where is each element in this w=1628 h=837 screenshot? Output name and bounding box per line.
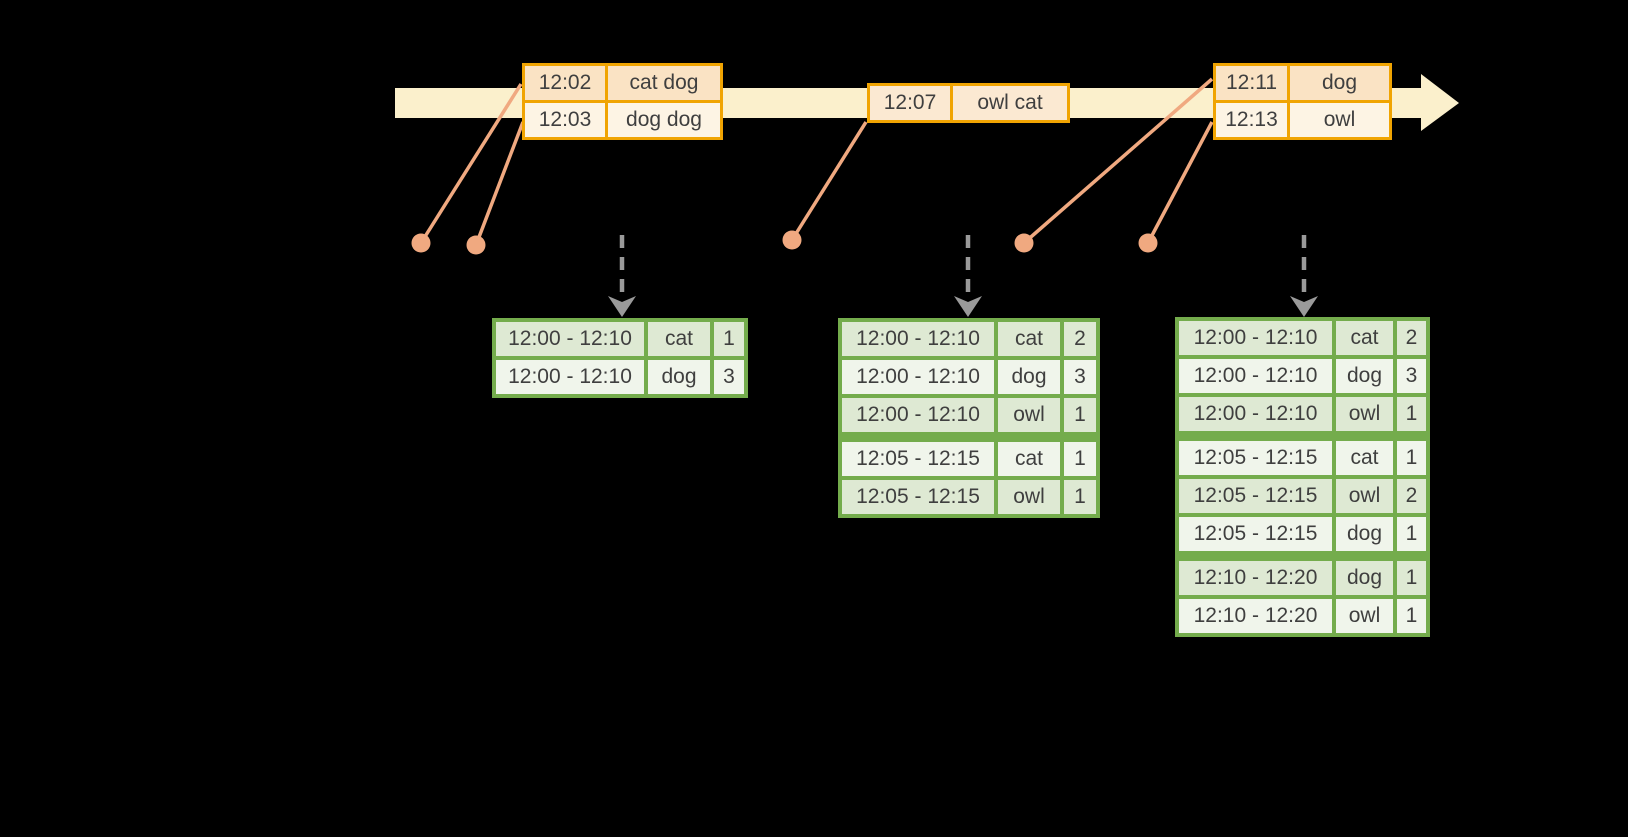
- count-cell: 1: [1064, 442, 1096, 476]
- word-cell: owl: [998, 398, 1060, 432]
- dashed-arrowhead-icon: [954, 296, 982, 317]
- event-row: 12:11 dog: [1216, 66, 1389, 100]
- word-cell: owl: [1336, 599, 1393, 633]
- table-row: 12:05 - 12:15 dog 1: [1179, 517, 1426, 551]
- event-row: 12:13 owl: [1216, 103, 1389, 137]
- event-dot: [411, 233, 431, 253]
- word-cell: cat: [1336, 441, 1393, 475]
- word-cell: owl: [998, 480, 1060, 514]
- connector-line: [790, 121, 868, 241]
- window-cell: 12:00 - 12:10: [842, 398, 994, 432]
- window-cell: 12:00 - 12:10: [496, 322, 644, 356]
- word-cell: cat: [648, 322, 710, 356]
- word-cell: dog: [648, 360, 710, 394]
- window-cell: 12:00 - 12:10: [1179, 359, 1332, 393]
- count-cell: 3: [1397, 359, 1426, 393]
- window-cell: 12:00 - 12:10: [1179, 397, 1332, 431]
- word-cell: dog: [1336, 561, 1393, 595]
- result-table-1: 12:00 - 12:10 cat 1 12:00 - 12:10 dog 3: [492, 318, 748, 398]
- count-cell: 1: [1397, 517, 1426, 551]
- table-row: 12:00 - 12:10 dog 3: [842, 360, 1096, 394]
- table-row: 12:10 - 12:20 owl 1: [1179, 599, 1426, 633]
- event-table-1: 12:02 cat dog 12:03 dog dog: [522, 63, 723, 140]
- event-words-cell: cat dog: [608, 66, 720, 100]
- table-row: 12:00 - 12:10 cat 1: [496, 322, 744, 356]
- table-row: 12:05 - 12:15 owl 1: [842, 480, 1096, 514]
- word-cell: dog: [998, 360, 1060, 394]
- connector-line: [419, 83, 523, 244]
- count-cell: 1: [1397, 397, 1426, 431]
- event-time-cell: 12:02: [525, 66, 605, 100]
- event-words-cell: dog dog: [608, 103, 720, 137]
- event-dot: [782, 230, 802, 250]
- count-cell: 3: [1064, 360, 1096, 394]
- event-row: 12:03 dog dog: [525, 103, 720, 137]
- event-dot: [1014, 233, 1034, 253]
- word-cell: dog: [1336, 517, 1393, 551]
- event-time-cell: 12:07: [870, 86, 950, 120]
- event-time-cell: 12:03: [525, 103, 605, 137]
- connector-line: [474, 121, 525, 246]
- table-row: 12:00 - 12:10 cat 2: [842, 322, 1096, 356]
- window-cell: 12:05 - 12:15: [1179, 517, 1332, 551]
- count-cell: 2: [1397, 479, 1426, 513]
- result-table-3: 12:00 - 12:10 cat 2 12:00 - 12:10 dog 3 …: [1175, 317, 1430, 637]
- event-words-cell: dog: [1290, 66, 1389, 100]
- table-row: 12:00 - 12:10 dog 3: [1179, 359, 1426, 393]
- event-words-cell: owl: [1290, 103, 1389, 137]
- window-cell: 12:00 - 12:10: [842, 322, 994, 356]
- table-row: 12:00 - 12:10 owl 1: [842, 398, 1096, 432]
- count-cell: 3: [714, 360, 744, 394]
- word-cell: cat: [998, 442, 1060, 476]
- window-cell: 12:00 - 12:10: [1179, 321, 1332, 355]
- dashed-arrowhead-icon: [608, 296, 636, 317]
- event-table-2: 12:07 owl cat: [867, 83, 1070, 123]
- window-cell: 12:05 - 12:15: [842, 442, 994, 476]
- event-dot: [1138, 233, 1158, 253]
- count-cell: 1: [1397, 561, 1426, 595]
- connector-line: [1022, 77, 1214, 245]
- count-cell: 1: [1397, 599, 1426, 633]
- dashed-arrowhead-icon: [1290, 296, 1318, 317]
- word-cell: dog: [1336, 359, 1393, 393]
- event-table-3: 12:11 dog 12:13 owl: [1213, 63, 1392, 140]
- window-cell: 12:00 - 12:10: [496, 360, 644, 394]
- word-cell: owl: [1336, 479, 1393, 513]
- event-words-cell: owl cat: [953, 86, 1067, 120]
- table-row: 12:05 - 12:15 cat 1: [1179, 441, 1426, 475]
- table-row: 12:05 - 12:15 cat 1: [842, 442, 1096, 476]
- connector-line: [1146, 121, 1214, 244]
- table-row: 12:00 - 12:10 dog 3: [496, 360, 744, 394]
- window-cell: 12:10 - 12:20: [1179, 599, 1332, 633]
- event-row: 12:02 cat dog: [525, 66, 720, 100]
- window-cell: 12:05 - 12:15: [842, 480, 994, 514]
- count-cell: 1: [714, 322, 744, 356]
- event-time-cell: 12:13: [1216, 103, 1287, 137]
- window-cell: 12:10 - 12:20: [1179, 561, 1332, 595]
- window-cell: 12:05 - 12:15: [1179, 479, 1332, 513]
- event-dot: [466, 235, 486, 255]
- table-row: 12:00 - 12:10 cat 2: [1179, 321, 1426, 355]
- count-cell: 1: [1397, 441, 1426, 475]
- count-cell: 1: [1064, 398, 1096, 432]
- count-cell: 1: [1064, 480, 1096, 514]
- table-row: 12:00 - 12:10 owl 1: [1179, 397, 1426, 431]
- timeline-arrowhead-icon: [1421, 74, 1459, 131]
- event-time-cell: 12:11: [1216, 66, 1287, 100]
- word-cell: cat: [1336, 321, 1393, 355]
- event-row: 12:07 owl cat: [870, 86, 1067, 120]
- count-cell: 2: [1397, 321, 1426, 355]
- table-row: 12:10 - 12:20 dog 1: [1179, 561, 1426, 595]
- window-cell: 12:05 - 12:15: [1179, 441, 1332, 475]
- word-cell: owl: [1336, 397, 1393, 431]
- word-cell: cat: [998, 322, 1060, 356]
- window-cell: 12:00 - 12:10: [842, 360, 994, 394]
- table-row: 12:05 - 12:15 owl 2: [1179, 479, 1426, 513]
- count-cell: 2: [1064, 322, 1096, 356]
- result-table-2: 12:00 - 12:10 cat 2 12:00 - 12:10 dog 3 …: [838, 318, 1100, 518]
